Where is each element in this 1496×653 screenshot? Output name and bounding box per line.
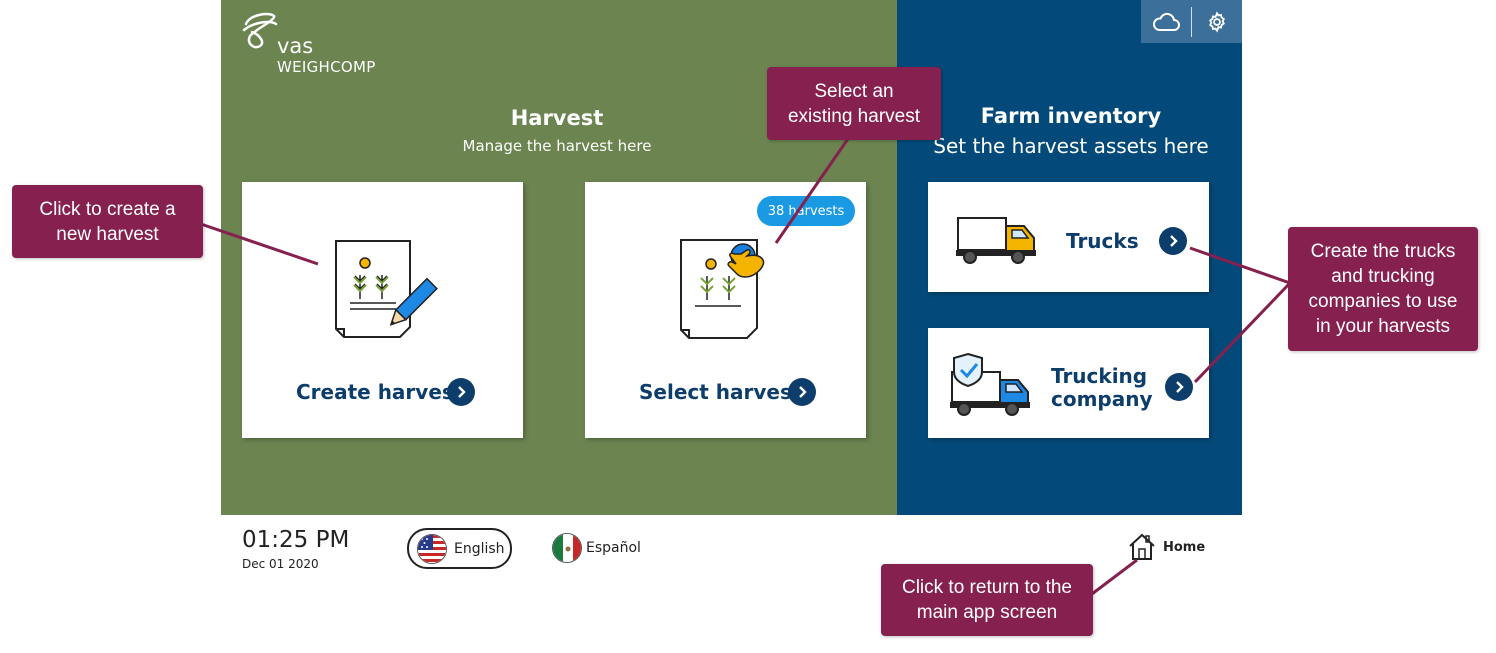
trucking-company-label: Trucking company <box>1051 364 1153 411</box>
cloud-sync-button[interactable] <box>1141 0 1191 43</box>
chevron-right-icon <box>458 386 466 398</box>
top-toolbar <box>1141 0 1242 43</box>
gear-icon <box>1209 10 1225 33</box>
callout-create-harvest: Click to create a new harvest <box>12 185 203 258</box>
document-edit-icon <box>335 240 438 338</box>
trucks-chevron[interactable] <box>1159 227 1187 255</box>
farm-inventory-title: Farm inventory <box>980 104 1162 128</box>
cloud-icon <box>1153 12 1180 31</box>
language-english-button[interactable]: English <box>407 528 512 569</box>
settings-button[interactable] <box>1192 0 1242 43</box>
clock-date: Dec 01 2020 <box>242 557 319 571</box>
select-harvest-chevron[interactable] <box>788 378 816 406</box>
trucks-card[interactable]: Trucks <box>928 182 1209 292</box>
mexico-flag-icon <box>552 533 582 563</box>
language-spanish-label: Español <box>586 540 641 556</box>
create-harvest-chevron[interactable] <box>447 378 475 406</box>
home-icon <box>1129 533 1155 560</box>
language-english-label: English <box>454 540 505 557</box>
language-spanish-button[interactable]: Español <box>552 532 641 564</box>
trucking-company-icon <box>950 352 1030 416</box>
home-label: Home <box>1163 539 1206 555</box>
vas-logo-icon <box>242 12 278 49</box>
create-harvest-label: Create harvest <box>296 380 464 404</box>
callout-home: Click to return to the main app screen <box>881 564 1093 636</box>
harvest-count-badge: 38 harvests <box>757 196 855 226</box>
clock-time: 01:25 PM <box>242 527 350 553</box>
select-harvest-label: Select harvest <box>639 380 802 404</box>
create-harvest-card[interactable]: Create harvest <box>242 182 523 438</box>
chevron-right-icon <box>1170 235 1178 247</box>
chevron-right-icon <box>799 386 807 398</box>
logo-subtext: WEIGHCOMP <box>277 58 376 76</box>
toolbar-divider <box>1191 6 1192 37</box>
callout-select-harvest: Select an existing harvest <box>767 67 941 140</box>
home-button[interactable]: Home <box>1127 532 1205 562</box>
harvest-subtitle: Manage the harvest here <box>462 137 652 155</box>
logo-text: vas <box>277 34 314 58</box>
truck-icon <box>956 217 1036 264</box>
us-flag-icon <box>417 533 447 564</box>
document-select-icon <box>680 239 765 339</box>
callout-trucks: Create the trucks and trucking companies… <box>1288 227 1478 351</box>
chevron-right-icon <box>1176 381 1184 393</box>
trucks-label: Trucks <box>1066 229 1139 253</box>
trucking-company-card[interactable]: Trucking company <box>928 328 1209 438</box>
farm-inventory-subtitle: Set the harvest assets here <box>933 134 1209 158</box>
trucking-company-chevron[interactable] <box>1165 373 1193 401</box>
harvest-title: Harvest <box>510 106 604 130</box>
